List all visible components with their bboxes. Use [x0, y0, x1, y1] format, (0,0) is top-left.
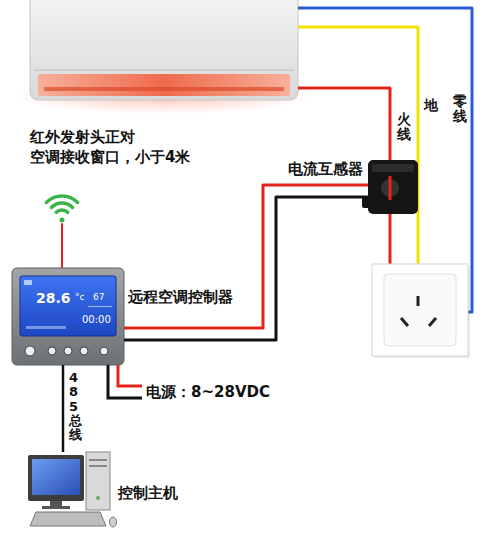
- computer-drawing-part: [32, 459, 80, 495]
- controller-drawing-part: [20, 276, 116, 336]
- wire-name: 火线: [397, 112, 411, 143]
- supply-wires-part: [118, 365, 142, 386]
- controller-drawing-part: [48, 347, 56, 355]
- current-transformer-drawing-part: [389, 176, 392, 200]
- computer-drawing-part: [30, 512, 106, 526]
- supply-wires: [108, 365, 142, 398]
- ir-emitter-part: [56, 210, 67, 212]
- wire-connector: [124, 185, 368, 340]
- wire-connector: [63, 365, 64, 452]
- current-transformer-drawing-part: [368, 160, 418, 214]
- computer-drawing-part: [28, 455, 84, 501]
- power-note: 电源：8~28VDC: [146, 383, 270, 401]
- lcd-temperature: 28.6: [36, 290, 71, 307]
- controller-drawing-part: [25, 346, 35, 356]
- computer-drawing-part: [89, 459, 107, 461]
- controller-drawing-part: [26, 326, 66, 329]
- wall-socket-part: [374, 266, 470, 358]
- computer-drawing-part: [42, 506, 70, 509]
- current-transformer-drawing: [362, 160, 418, 214]
- ir-emitter-part: [46, 196, 77, 202]
- air-conditioner-part: [34, 69, 294, 71]
- bus-label: 485总线: [69, 371, 82, 442]
- wall-socket-part: [384, 274, 456, 346]
- ir-emitter-part: [60, 218, 65, 223]
- air-conditioner: [14, 0, 314, 114]
- lcd-clock: 00:00: [82, 314, 111, 326]
- current-transformer-drawing-part: [372, 164, 414, 172]
- air-conditioner-part: [30, 0, 298, 100]
- wall-socket-part: [429, 318, 436, 326]
- controller-drawing-part: [100, 347, 108, 355]
- wire-line: [124, 185, 368, 328]
- ir-emitter-part: [51, 203, 72, 207]
- host-computer: 控制主机: [26, 452, 112, 530]
- ir-emitter: [46, 196, 77, 268]
- lcd-humidity: 67: [93, 292, 104, 303]
- computer-drawing-part: [86, 452, 110, 510]
- air-conditioner-part: [44, 87, 284, 91]
- controller-drawing-part: [80, 347, 88, 355]
- controller-drawing-part: [24, 280, 32, 285]
- computer-drawing-part: [89, 465, 107, 467]
- ir-emitter-part: [61, 224, 63, 268]
- lcd-unit: °c: [75, 292, 84, 303]
- wire-name: 地: [424, 98, 438, 113]
- node-heading: 电流互感器: [288, 160, 363, 178]
- wall-socket-part: [417, 296, 420, 306]
- wire-line: [62, 365, 65, 452]
- node-heading: 远程空调控制器: [128, 288, 233, 306]
- controller-drawing: [12, 268, 124, 365]
- controller-drawing-part: [88, 306, 112, 307]
- computer-drawing: [28, 452, 117, 527]
- supply-wires-part: [108, 365, 142, 398]
- wall-socket-part: [401, 318, 408, 326]
- controller-drawing-part: [64, 347, 72, 355]
- air-conditioner-part: [38, 74, 290, 96]
- computer-drawing-part: [96, 496, 100, 500]
- wire-name: 零线: [453, 94, 467, 125]
- computer-drawing-part: [110, 517, 117, 527]
- current-transformer: 电流互感器: [368, 160, 418, 214]
- wall-socket-part: [372, 264, 468, 356]
- install-note: 红外发射头正对 空调接收窗口，小于4米: [30, 128, 210, 167]
- wall-socket: [372, 264, 470, 358]
- controller-drawing-part: [12, 268, 124, 365]
- node-heading: 控制主机: [118, 484, 178, 502]
- wire-line: [124, 197, 368, 340]
